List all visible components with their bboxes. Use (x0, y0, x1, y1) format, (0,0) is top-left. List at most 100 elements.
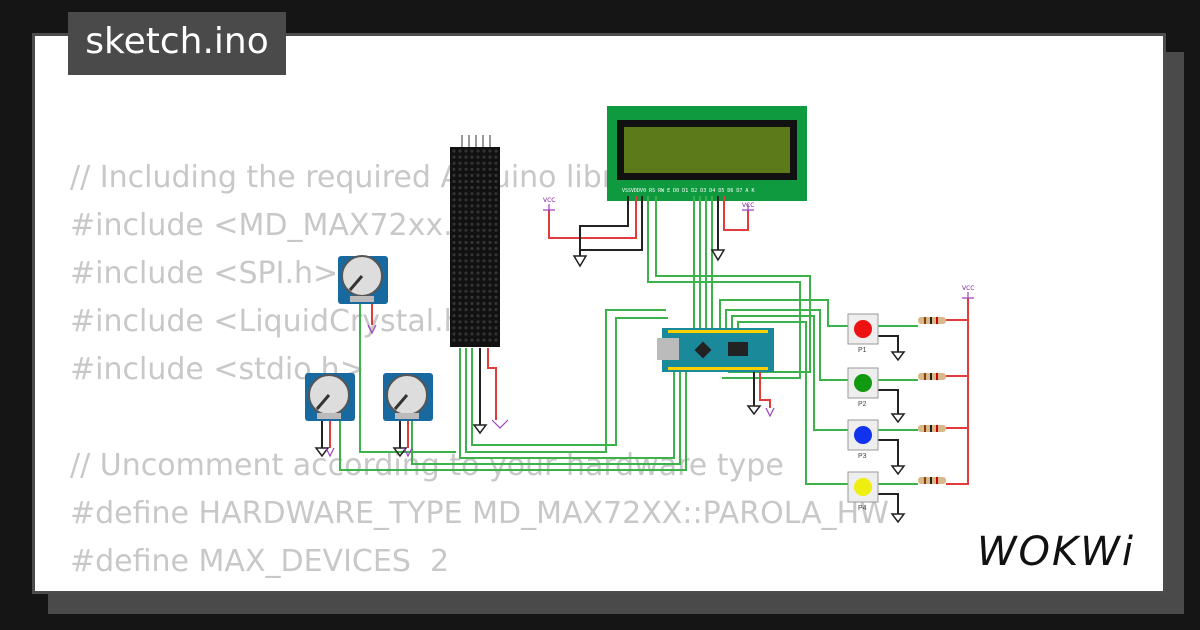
matrix-led (452, 186, 456, 190)
matrix-led (488, 204, 492, 208)
matrix-led (458, 326, 462, 330)
matrix-led (476, 179, 480, 184)
matrix-led (452, 289, 456, 293)
matrix-led (488, 265, 492, 269)
matrix-led (476, 149, 480, 153)
matrix-led (494, 320, 498, 324)
matrix-led (476, 204, 480, 208)
matrix-led (458, 283, 462, 287)
resistor (918, 317, 946, 324)
matrix-led (494, 234, 498, 238)
matrix-led (464, 216, 468, 220)
matrix-led (452, 253, 456, 257)
code-line: #define HARDWARE_TYPE MD_MAX72XX::PAROLA… (70, 496, 889, 531)
matrix-led (482, 289, 486, 293)
matrix-led (494, 289, 498, 293)
matrix-led (476, 222, 480, 226)
matrix-led (494, 161, 498, 165)
matrix-led (464, 326, 468, 330)
matrix-led (482, 332, 486, 336)
matrix-led (452, 277, 456, 281)
matrix-led (470, 234, 474, 238)
matrix-led (452, 338, 456, 342)
matrix-led (494, 173, 498, 177)
matrix-led (494, 210, 498, 214)
matrix-led (476, 161, 480, 165)
wokwi-logo: WOKWi (977, 529, 1133, 575)
matrix-led (488, 216, 492, 220)
vcc-label: VCC (742, 202, 754, 209)
matrix-led (470, 271, 474, 275)
matrix-led (464, 161, 468, 165)
matrix-led (476, 332, 480, 336)
matrix-led (464, 308, 468, 312)
code-line: #include <MD_MAX72xx.h> (70, 208, 497, 243)
matrix-led (470, 259, 474, 263)
matrix-led (458, 301, 462, 306)
matrix-led (458, 167, 462, 171)
matrix-led (470, 167, 474, 171)
matrix-led (488, 247, 492, 251)
matrix-led (464, 210, 468, 214)
matrix-led (452, 259, 456, 263)
matrix-led (470, 338, 474, 342)
matrix-led (494, 295, 498, 299)
matrix-led (464, 301, 468, 306)
code-line: #include <LiquidCrystal.h> (70, 304, 488, 339)
matrix-led (458, 259, 462, 263)
matrix-led (494, 308, 498, 312)
matrix-led (458, 289, 462, 293)
matrix-led (470, 179, 474, 184)
matrix-led (464, 228, 468, 232)
matrix-led (494, 301, 498, 306)
matrix-led (470, 173, 474, 177)
matrix-led (452, 149, 456, 153)
matrix-led (452, 314, 456, 318)
matrix-led (476, 210, 480, 214)
matrix-led (452, 247, 456, 251)
matrix-led (470, 155, 474, 159)
matrix-led (452, 210, 456, 214)
matrix-led (482, 222, 486, 226)
matrix-led (464, 192, 468, 196)
matrix-led (476, 173, 480, 177)
matrix-led (476, 314, 480, 318)
matrix-led (476, 320, 480, 324)
matrix-led (482, 216, 486, 220)
matrix-led (458, 222, 462, 226)
matrix-led (476, 192, 480, 196)
matrix-led (494, 192, 498, 196)
code-line: // Uncomment according to your hardware … (70, 448, 784, 483)
matrix-led (488, 186, 492, 190)
matrix-led (452, 173, 456, 177)
matrix-led (470, 265, 474, 269)
matrix-led (476, 234, 480, 238)
led-matrix (450, 147, 500, 347)
matrix-led (464, 289, 468, 293)
matrix-led (470, 198, 474, 202)
matrix-led (488, 338, 492, 342)
matrix-led (482, 167, 486, 171)
potentiometers (305, 255, 433, 421)
matrix-led (464, 186, 468, 190)
code-line: #include <SPI.h> (70, 256, 339, 291)
matrix-led (452, 283, 456, 287)
matrix-led (488, 295, 492, 299)
matrix-led (458, 234, 462, 238)
matrix-led (488, 179, 492, 184)
resistor (918, 477, 946, 484)
matrix-led (470, 161, 474, 165)
matrix-led (488, 234, 492, 238)
matrix-led (494, 240, 498, 245)
matrix-led (482, 149, 486, 153)
matrix-led (452, 192, 456, 196)
matrix-led (488, 320, 492, 324)
matrix-led (470, 228, 474, 232)
vcc-label: VCC (543, 197, 555, 204)
button-label: P2 (858, 401, 867, 408)
matrix-led (476, 338, 480, 342)
matrix-led (494, 247, 498, 251)
matrix-led (494, 253, 498, 257)
matrix-led (464, 295, 468, 299)
matrix-led (494, 228, 498, 232)
